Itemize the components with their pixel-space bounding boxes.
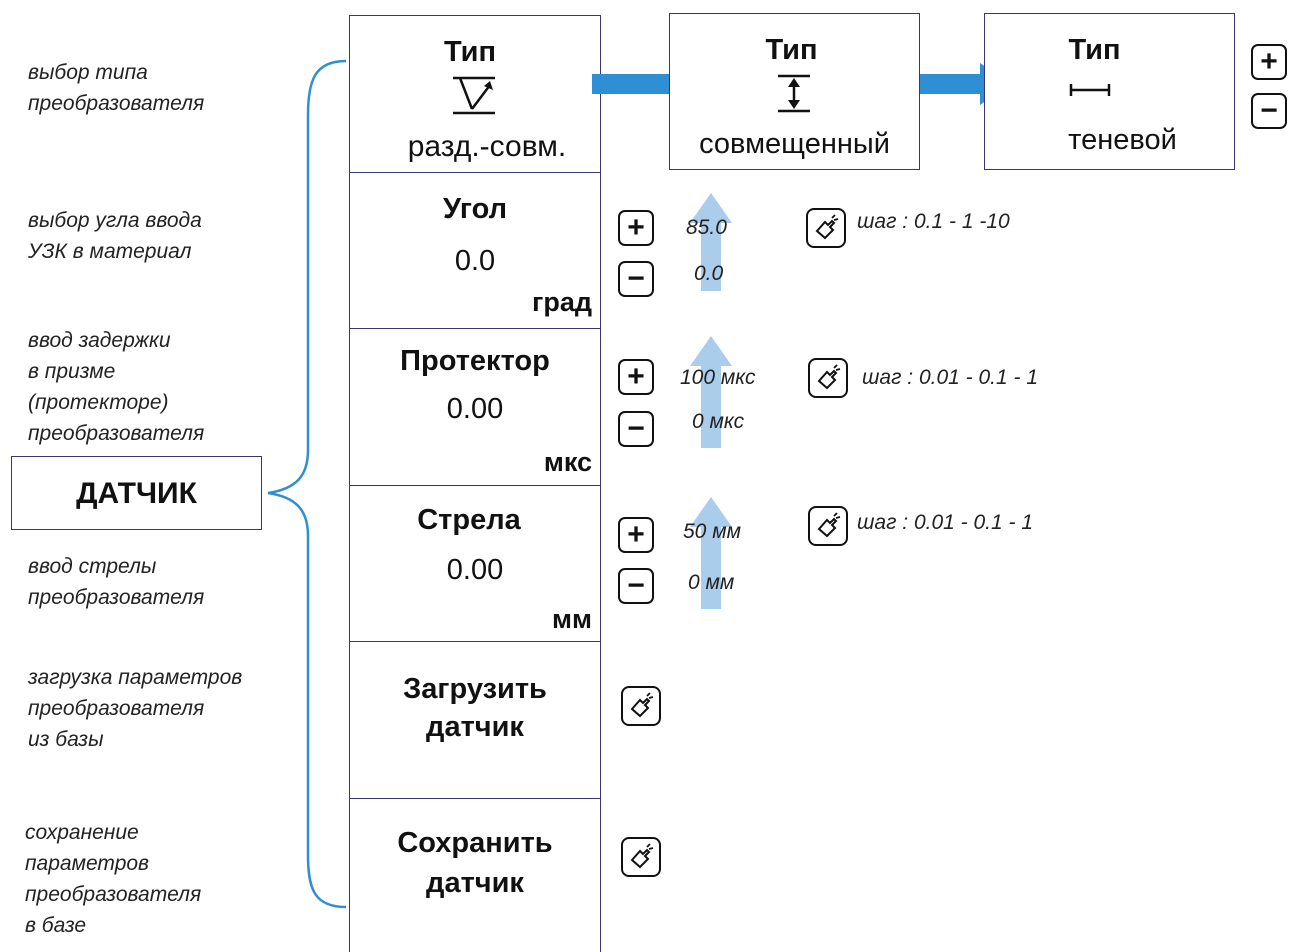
delay-title: Протектор: [400, 345, 550, 377]
load-probe-button[interactable]: [621, 686, 661, 726]
arrow-max-value: 50 мм: [683, 520, 741, 543]
arrow-value: 0.00: [446, 554, 504, 586]
menu-item-load-probe[interactable]: Загрузить датчик: [350, 642, 600, 799]
angle-min-value: 0.0: [694, 262, 724, 285]
type-description: выбор типа преобразователя: [28, 61, 205, 115]
type-option-single-value: совмещенный: [699, 128, 890, 160]
menu-item-angle[interactable]: Угол 0.0 град: [350, 173, 600, 329]
delay-plus-button[interactable]: +: [618, 359, 654, 395]
delay-value: 0.00: [446, 393, 504, 425]
arrow-unit: мм: [552, 604, 592, 634]
save-probe-button[interactable]: [621, 837, 661, 877]
hand-pointer-icon: [815, 214, 839, 240]
arrow-plus-button[interactable]: +: [618, 517, 654, 553]
through-transmission-probe-icon: [1069, 84, 1111, 96]
delay-max-value: 100 мкс: [680, 366, 756, 389]
delay-description: ввод задержки в призме (протекторе) прео…: [28, 329, 205, 445]
angle-title: Угол: [442, 193, 508, 225]
save-probe-label: Сохранить датчик: [397, 827, 553, 899]
probe-group-label: ДАТЧИК: [11, 456, 262, 530]
angle-step-button[interactable]: [806, 208, 846, 248]
type-option-single-title: Тип: [765, 34, 818, 66]
type-value: разд.-совм.: [407, 130, 567, 163]
hand-pointer-icon: [630, 692, 654, 718]
angle-plus-button[interactable]: +: [618, 210, 654, 246]
delay-step-text: шаг : 0.01 - 0.1 - 1: [862, 366, 1039, 389]
dual-element-probe-icon: [453, 76, 495, 115]
delay-unit: мкс: [543, 447, 592, 477]
type-plus-button[interactable]: +: [1251, 44, 1287, 80]
arrow-step-text: шаг : 0.01 - 0.1 - 1: [857, 511, 1034, 534]
arrow-minus-button[interactable]: −: [618, 568, 654, 604]
hand-pointer-icon: [630, 843, 654, 869]
single-element-probe-icon: [778, 74, 810, 113]
hand-pointer-icon: [817, 364, 841, 390]
type-option-through-title: Тип: [1068, 34, 1121, 66]
angle-range-arrow: [690, 193, 732, 291]
arrow-min-value: 0 мм: [688, 571, 735, 594]
angle-value: 0.0: [454, 245, 496, 277]
type-option-single[interactable]: Тип совмещенный: [669, 13, 920, 170]
delay-range-arrow: [690, 336, 732, 448]
menu-item-delay[interactable]: Протектор 0.00 мкс: [350, 329, 600, 486]
angle-minus-button[interactable]: −: [618, 261, 654, 297]
angle-description: выбор угла ввода УЗК в материал: [28, 209, 202, 263]
angle-unit: град: [532, 287, 592, 317]
delay-minus-button[interactable]: −: [618, 411, 654, 447]
angle-max-value: 85.0: [686, 216, 727, 239]
type-minus-button[interactable]: −: [1251, 93, 1287, 129]
group-brace: [267, 59, 347, 909]
delay-step-button[interactable]: [808, 358, 848, 398]
menu-item-arrow[interactable]: Стрела 0.00 мм: [350, 486, 600, 642]
type-option-through[interactable]: Тип теневой: [984, 13, 1235, 170]
load-probe-label: Загрузить датчик: [403, 673, 547, 743]
delay-min-value: 0 мкс: [692, 410, 745, 433]
menu-item-save-probe[interactable]: Сохранить датчик: [350, 799, 600, 952]
group-label-text: ДАТЧИК: [76, 477, 197, 510]
save-description: сохранение параметров преобразователя в …: [25, 821, 202, 937]
angle-step-text: шаг : 0.1 - 1 -10: [857, 210, 1010, 233]
arrow-description: ввод стрелы преобразователя: [28, 555, 205, 609]
arrow-range-arrow: [690, 497, 732, 609]
hand-pointer-icon: [817, 512, 841, 538]
arrow-title: Стрела: [417, 504, 521, 536]
type-option-through-value: теневой: [1068, 124, 1177, 156]
load-description: загрузка параметров преобразователя из б…: [28, 666, 243, 751]
type-title: Тип: [444, 36, 496, 68]
arrow-step-button[interactable]: [808, 506, 848, 546]
menu-item-type[interactable]: Тип разд.-совм.: [350, 16, 600, 173]
menu-column: [349, 15, 601, 952]
